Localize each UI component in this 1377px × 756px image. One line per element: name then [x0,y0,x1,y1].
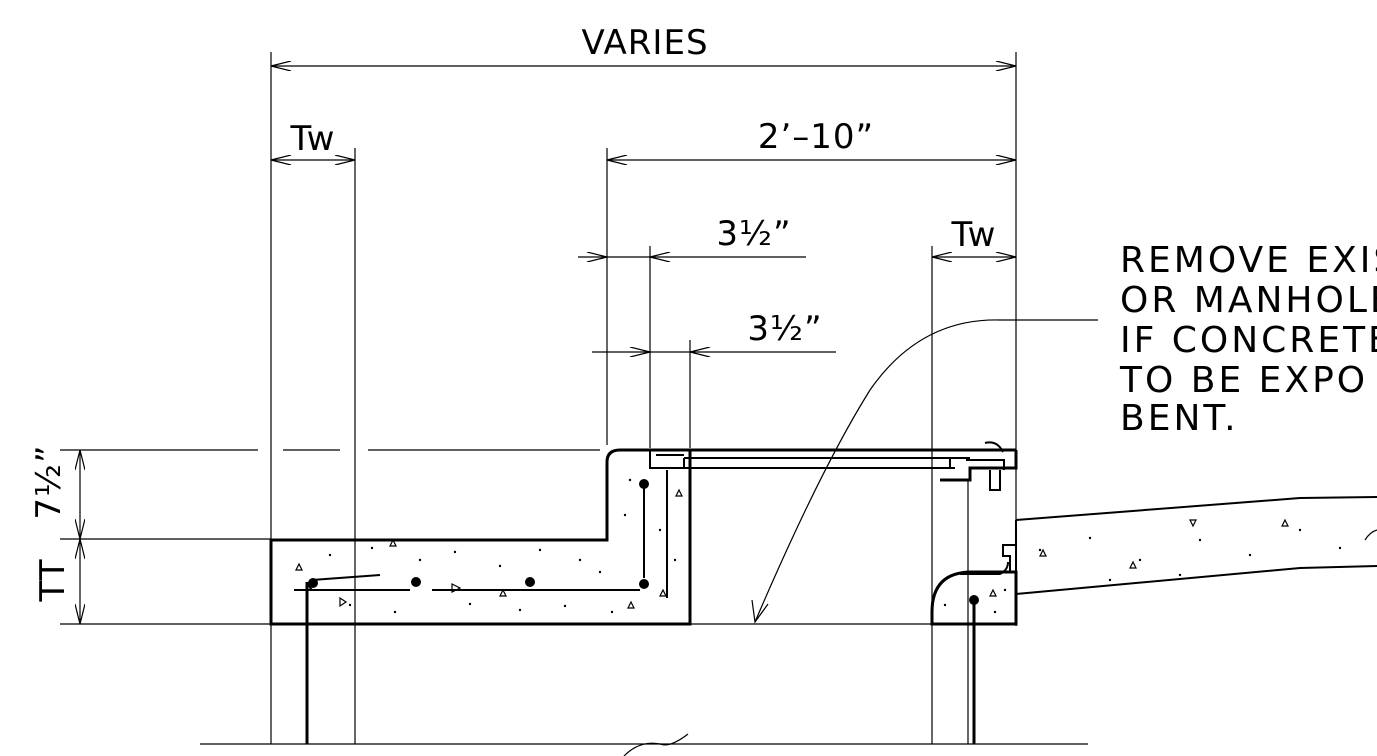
extension-lines [270,52,1017,744]
note-leader [754,319,1098,623]
concrete-top-slab [269,448,692,626]
dim-tw-right: Tw [951,215,997,255]
note-leader-arrow [751,599,769,624]
dim-3-half-lower: 3½” [747,309,822,349]
dim-varies: VARIES [581,23,708,63]
dim-tt: TT [33,559,73,603]
note-line-4: TO BE EXPO [1119,360,1368,401]
ground-lines [200,623,1088,756]
note-line-2: OR MANHOLE [1120,280,1377,321]
rebar [294,470,979,744]
note-line-3: IF CONCRETE [1120,320,1377,361]
concrete-triangles [295,488,1289,609]
removal-note: REMOVE EXIS OR MANHOLE IF CONCRETE TO BE… [1119,240,1377,439]
break-line-right [1364,529,1377,541]
dimension-lines [271,66,1016,352]
frame-seat-left [649,450,690,469]
pavement-slab [1015,496,1377,595]
vertical-dimensions [60,449,271,625]
dim-tw-left: Tw [290,119,336,159]
dim-2-10: 2’–10” [758,117,874,157]
concrete-hatch [328,478,1342,614]
manhole-cover [683,441,1018,491]
dim-7-half: 7½” [29,444,69,519]
note-line-5: BENT. [1120,398,1239,439]
frame-right [960,544,1016,575]
note-line-1: REMOVE EXIS [1120,240,1377,281]
dim-3-half-upper: 3½” [716,214,791,254]
